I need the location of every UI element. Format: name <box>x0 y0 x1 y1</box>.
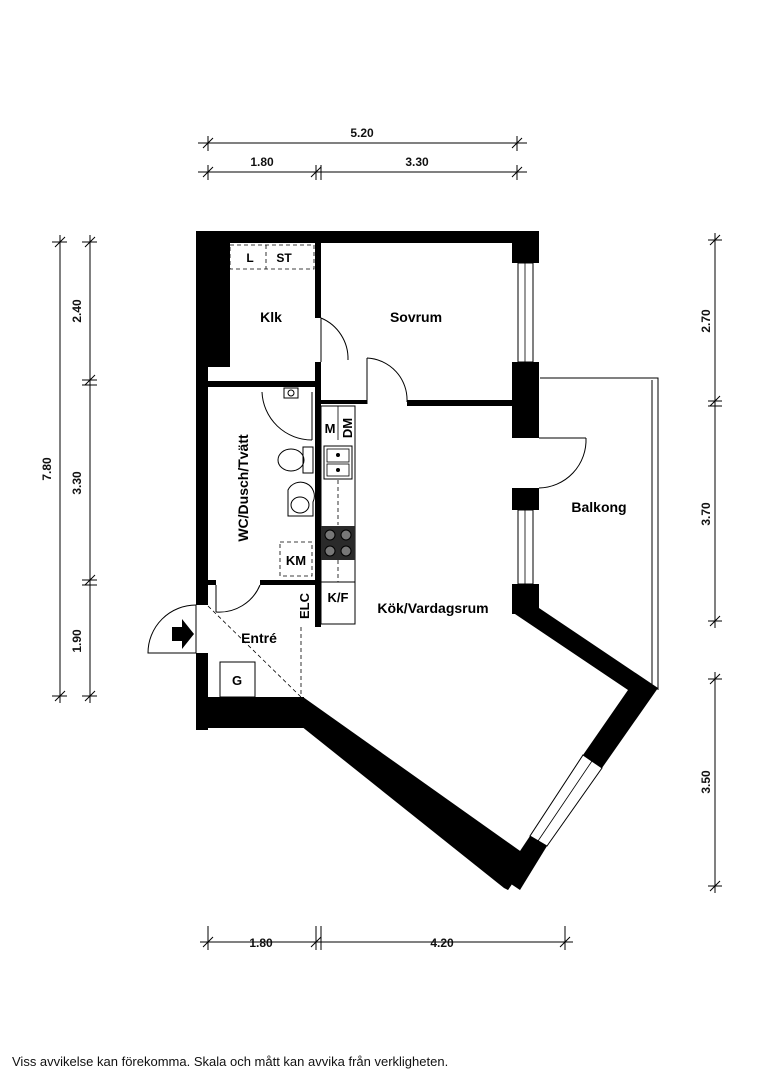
bathroom-fixtures <box>261 387 315 577</box>
fixture-km: KM <box>286 553 306 568</box>
disclaimer-text: Viss avvikelse kan förekomma. Skala och … <box>12 1054 449 1069</box>
dim-left-total: 7.80 <box>40 457 54 481</box>
interior-walls <box>208 243 514 627</box>
room-kok: Kök/Vardagsrum <box>377 600 488 616</box>
dim-top-total: 5.20 <box>350 126 374 140</box>
windows <box>517 262 603 847</box>
room-klk: Klk <box>260 309 282 325</box>
doors <box>147 317 587 654</box>
fixture-st: ST <box>276 251 292 265</box>
room-balkong: Balkong <box>571 499 626 515</box>
dimension-lines <box>52 136 722 950</box>
dim-top-right: 3.30 <box>405 155 429 169</box>
fixture-g: G <box>232 673 242 688</box>
dim-left-3: 1.90 <box>70 629 84 653</box>
dim-left-2: 3.30 <box>70 471 84 495</box>
room-entre: Entré <box>241 630 277 646</box>
exterior-walls <box>196 231 658 890</box>
dim-right-3: 3.50 <box>699 770 713 794</box>
kitchen-counter <box>320 405 356 583</box>
fixture-l: L <box>246 251 253 265</box>
entry-arrow-icon <box>172 619 194 649</box>
fixture-m: M <box>325 421 336 436</box>
fixture-elc: ELC <box>297 592 312 619</box>
dim-right-2: 3.70 <box>699 502 713 526</box>
dim-left-1: 2.40 <box>70 299 84 323</box>
floor-plan: 5.20 1.80 3.30 7.80 2.40 3.30 1.90 2.70 … <box>40 126 722 950</box>
fixture-kf: K/F <box>328 590 349 605</box>
fixture-dm: DM <box>340 418 355 438</box>
dim-right-1: 2.70 <box>699 309 713 333</box>
dim-top-left: 1.80 <box>250 155 274 169</box>
dim-bottom-left: 1.80 <box>249 936 273 950</box>
dim-bottom-right: 4.20 <box>430 936 454 950</box>
room-wc: WC/Dusch/Tvätt <box>235 434 251 542</box>
room-sovrum: Sovrum <box>390 309 442 325</box>
balcony-outline <box>540 377 659 690</box>
